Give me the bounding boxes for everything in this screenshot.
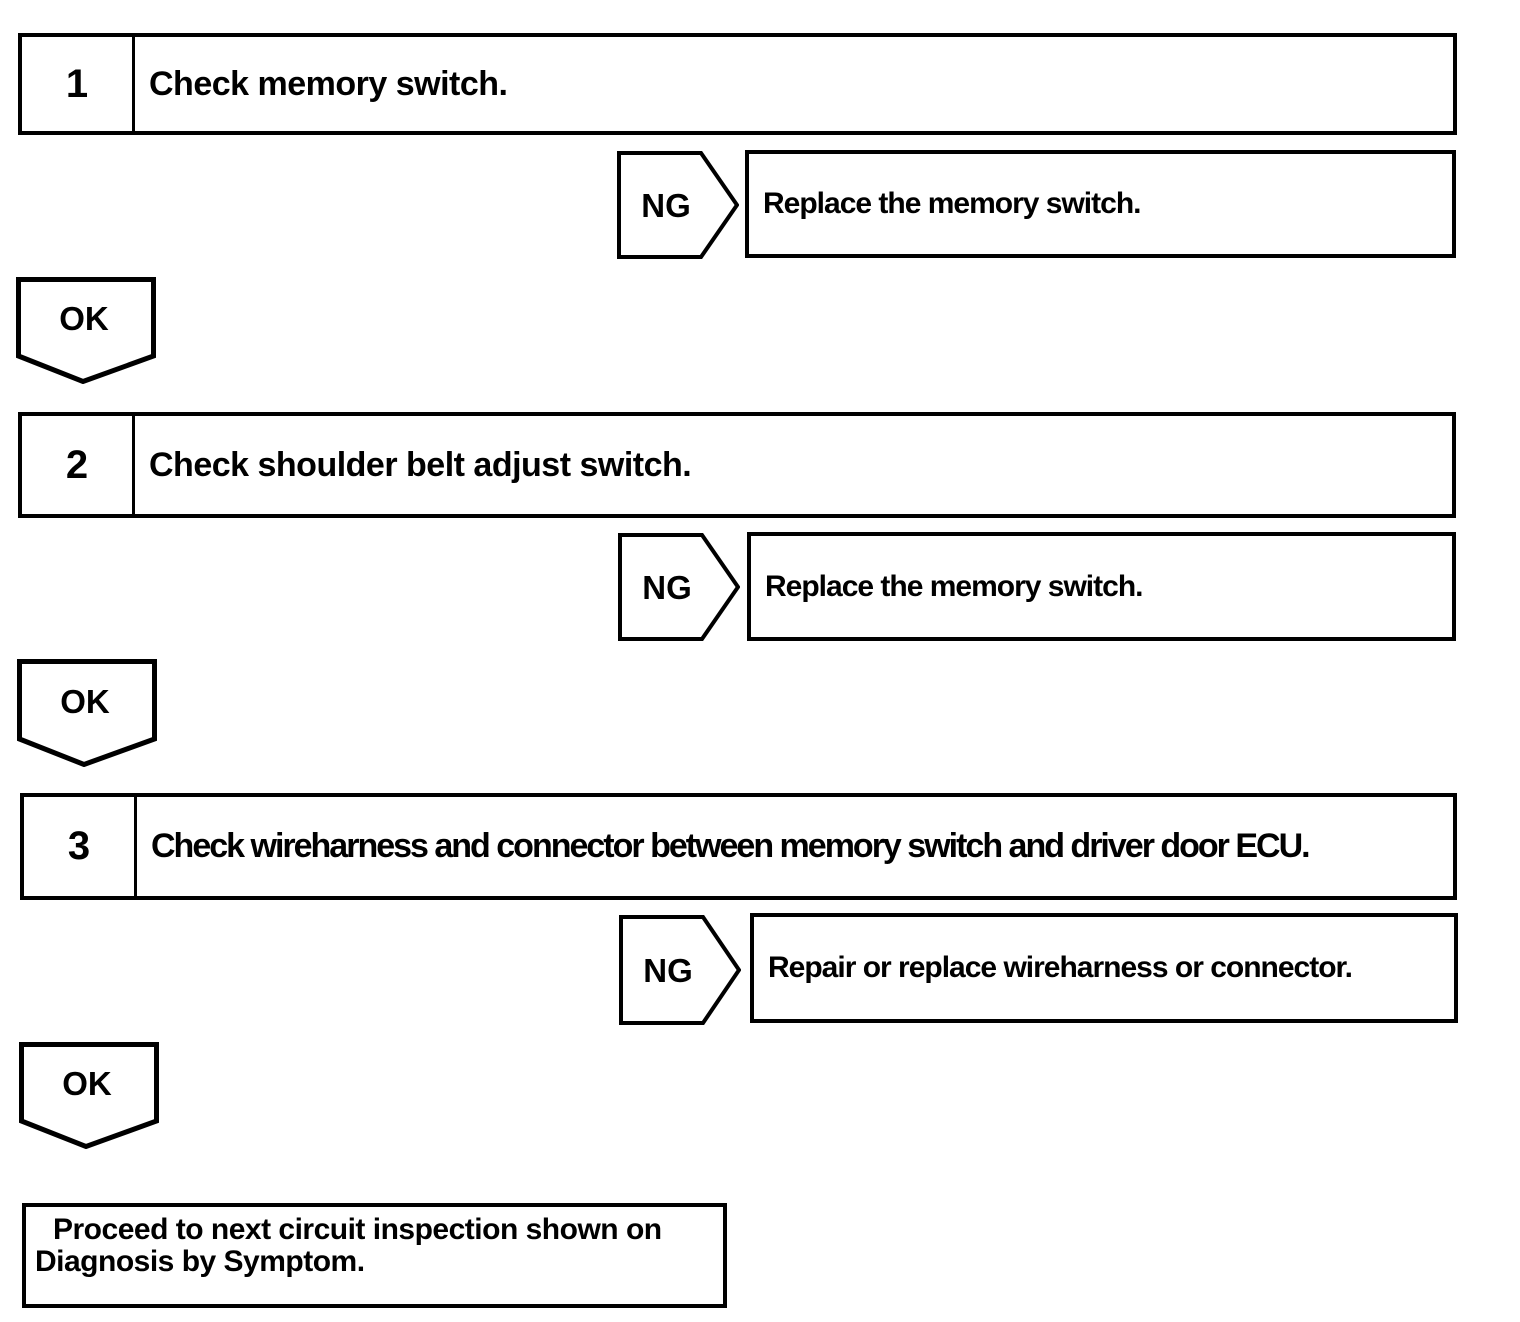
ng-pentagon-icon: NG bbox=[619, 915, 741, 1025]
ok-arrow-shape bbox=[17, 659, 157, 767]
ok-pentagon-icon: OK bbox=[17, 659, 157, 767]
step-3-instruction: Check wireharness and connector between … bbox=[151, 827, 1311, 865]
ng-result-text-3: Repair or replace wireharness or connect… bbox=[768, 951, 1353, 984]
step-3-number: 3 bbox=[24, 797, 137, 896]
ng-pentagon-icon: NG bbox=[617, 151, 739, 259]
ok-label: OK bbox=[59, 300, 109, 337]
ng-pentagon-icon: NG bbox=[618, 533, 740, 641]
ok-label: OK bbox=[60, 683, 110, 720]
ok-label: OK bbox=[62, 1065, 112, 1102]
ng-result-text-1: Replace the memory switch. bbox=[763, 187, 1141, 220]
step-2-box: 2 Check shoulder belt adjust switch. bbox=[18, 412, 1456, 518]
ng-result-box-2: Replace the memory switch. bbox=[747, 532, 1456, 641]
ng-label: NG bbox=[641, 187, 691, 224]
step-1-instruction: Check memory switch. bbox=[149, 64, 508, 103]
ng-result-text-2: Replace the memory switch. bbox=[765, 569, 1143, 603]
ng-label: NG bbox=[642, 569, 692, 606]
ng-label: NG bbox=[643, 952, 693, 989]
ng-arrow-shape bbox=[617, 151, 739, 259]
step-1-number: 1 bbox=[22, 37, 135, 131]
ok-arrow-shape bbox=[19, 1042, 159, 1149]
ok-pentagon-icon: OK bbox=[16, 277, 156, 384]
ok-pentagon-icon: OK bbox=[19, 1042, 159, 1149]
final-instruction-box: Proceed to next circuit inspection shown… bbox=[22, 1203, 727, 1308]
step-1-box: 1 Check memory switch. bbox=[18, 33, 1457, 135]
final-instruction-line1: Proceed to next circuit inspection shown… bbox=[53, 1213, 662, 1246]
step-2-instruction: Check shoulder belt adjust switch. bbox=[149, 445, 692, 484]
ng-result-box-1: Replace the memory switch. bbox=[745, 150, 1456, 258]
final-instruction-line2: Diagnosis by Symptom. bbox=[35, 1245, 365, 1279]
ng-result-box-3: Repair or replace wireharness or connect… bbox=[750, 913, 1458, 1023]
step-3-box: 3 Check wireharness and connector betwee… bbox=[20, 793, 1457, 900]
ok-arrow-shape bbox=[16, 277, 156, 384]
ng-arrow-shape bbox=[618, 533, 740, 641]
step-2-number: 2 bbox=[22, 416, 135, 514]
ng-arrow-shape bbox=[619, 915, 741, 1025]
